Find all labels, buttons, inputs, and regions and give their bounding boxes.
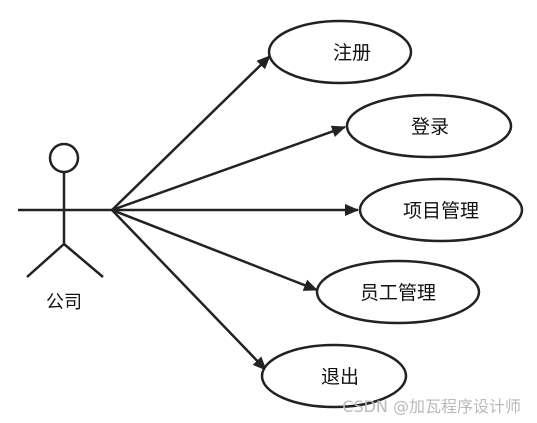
use-case-ellipse xyxy=(345,93,513,159)
actor-left-leg xyxy=(26,243,65,278)
actor-figure xyxy=(18,142,112,278)
association-arrow-login xyxy=(111,125,346,212)
use-case-ellipse xyxy=(260,343,408,409)
use-case-label: 员工管理 xyxy=(360,282,436,304)
use-case-label: 登录 xyxy=(411,116,449,138)
use-case-label: 注册 xyxy=(333,42,371,64)
use-case-register: 注册 xyxy=(267,19,413,85)
use-case-ellipse xyxy=(315,259,481,325)
association-arrow-register xyxy=(111,55,271,211)
actor-right-leg xyxy=(63,243,104,278)
use-case-ellipse xyxy=(358,177,524,243)
use-case-label: 退出 xyxy=(321,366,359,388)
use-case-employee-management: 员工管理 xyxy=(315,259,481,325)
actor-head xyxy=(48,142,80,174)
use-case-label: 项目管理 xyxy=(403,200,479,222)
association-arrow-logout xyxy=(111,209,267,371)
association-arrow-employee-management xyxy=(111,208,318,292)
use-case-project-management: 项目管理 xyxy=(358,177,524,243)
actor-label: 公司 xyxy=(46,292,82,313)
use-case-logout: 退出 xyxy=(260,343,408,409)
use-case-ellipse xyxy=(267,19,413,85)
watermark: CSDN @加瓦程序设计师 xyxy=(342,397,521,416)
use-case-login: 登录 xyxy=(345,93,513,159)
